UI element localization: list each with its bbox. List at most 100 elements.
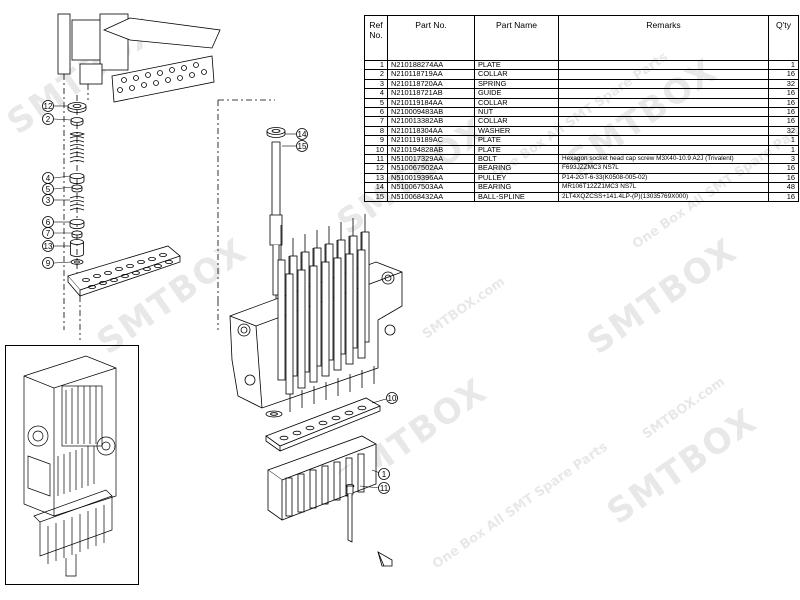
cell-part-name: NUT	[474, 107, 559, 118]
callout-12: 12	[44, 102, 53, 111]
cell-ref: 2	[364, 69, 388, 80]
callout-3: 3	[46, 196, 51, 205]
cell-part-no: N510068432AA	[387, 191, 475, 203]
overview-inset	[5, 345, 139, 585]
cell-remarks: F693JZZMC3 NS7L	[558, 163, 769, 174]
cell-qty: 16	[768, 97, 799, 109]
head-block	[229, 214, 403, 412]
callout-6: 6	[46, 218, 51, 227]
cell-part-no: N210118719AA	[387, 69, 475, 80]
cell-part-no: N510017329AA	[387, 154, 475, 165]
cell-remarks	[558, 88, 769, 99]
cell-remarks	[558, 135, 769, 146]
callout-13: 13	[44, 242, 53, 251]
cell-qty: 16	[768, 69, 799, 80]
bolt-11	[345, 483, 355, 543]
header-part-no: Part No.	[387, 15, 475, 61]
cell-remarks: 2LT4XQZCSS+141.4LP-(P)(13035769X000)	[558, 191, 769, 203]
callout-7: 7	[46, 229, 51, 238]
callout-2: 2	[46, 115, 51, 124]
callout-4: 4	[46, 174, 51, 183]
parts-list-table: Ref No. Part No. Part Name Remarks Q'ty …	[364, 15, 799, 203]
cell-ref: 15	[364, 191, 388, 203]
cell-remarks	[558, 78, 769, 90]
cell-part-name: COLLAR	[474, 116, 559, 127]
machine-overview-drawing	[23, 355, 117, 577]
cell-part-name: BEARING	[474, 163, 559, 174]
cell-ref: 12	[364, 163, 388, 174]
cell-part-name: PLATE	[474, 144, 559, 156]
cell-remarks	[558, 144, 769, 156]
cell-remarks	[558, 125, 769, 137]
callout-10: 10	[388, 394, 397, 403]
callout-15: 15	[298, 142, 307, 151]
callout-1: 1	[382, 470, 387, 479]
cell-ref: 14	[364, 182, 388, 193]
cell-remarks	[558, 116, 769, 127]
cell-qty: 3	[768, 154, 799, 165]
header-qty: Q'ty	[768, 15, 799, 61]
cell-part-name: SPRING	[474, 78, 559, 90]
cell-part-no: N510067502AA	[387, 163, 475, 174]
cell-part-no: N210118304AA	[387, 125, 475, 137]
cell-ref: 1	[364, 59, 388, 71]
header-remarks: Remarks	[558, 15, 769, 61]
cell-remarks: Hexagon socket head cap screw M3X40-10.9…	[558, 154, 769, 165]
cell-ref: 3	[364, 78, 388, 90]
cell-part-name: BOLT	[474, 154, 559, 165]
cell-part-name: WASHER	[474, 125, 559, 137]
cell-part-name: COLLAR	[474, 69, 559, 80]
cell-part-name: PLATE	[474, 135, 559, 146]
cell-part-no: N210188274AA	[387, 59, 475, 71]
cell-ref: 11	[364, 154, 388, 165]
cell-ref: 10	[364, 144, 388, 156]
cell-qty: 1	[768, 144, 799, 156]
cell-part-name: GUIDE	[474, 88, 559, 99]
callout-5: 5	[46, 185, 51, 194]
cell-qty: 48	[768, 182, 799, 193]
direction-arrow-icon	[377, 551, 393, 567]
cell-ref: 8	[364, 125, 388, 137]
cell-remarks	[558, 107, 769, 118]
cell-qty: 1	[768, 59, 799, 71]
cell-part-name: BALL-SPLINE	[474, 191, 559, 203]
cell-part-name: PULLEY	[474, 172, 559, 184]
callout-9: 9	[46, 259, 51, 268]
cell-qty: 16	[768, 116, 799, 127]
cell-ref: 9	[364, 135, 388, 146]
plate-10	[265, 392, 398, 452]
left-component-stack: 12 2 4 5 3 6 7 13 9	[42, 95, 181, 340]
cell-ref: 4	[364, 88, 388, 99]
ball-spline-exploded: 14 15	[217, 99, 308, 320]
cell-ref: 6	[364, 107, 388, 118]
cell-part-name: PLATE	[474, 59, 559, 71]
plate-1	[267, 435, 390, 521]
cell-part-no: N510067503AA	[387, 182, 475, 193]
cell-part-no: N210118721AB	[387, 88, 475, 99]
cell-qty: 32	[768, 125, 799, 137]
cell-qty: 32	[768, 78, 799, 90]
cell-qty: 16	[768, 191, 799, 203]
cell-part-no: N210194828AB	[387, 144, 475, 156]
cell-ref: 13	[364, 172, 388, 184]
cell-part-no: N210009483AB	[387, 107, 475, 118]
cell-ref: 7	[364, 116, 388, 127]
cell-remarks: P14-2GT-6-33(K0508-005-02)	[558, 172, 769, 184]
cell-ref: 5	[364, 97, 388, 109]
header-ref-no: Ref No.	[364, 15, 388, 61]
cell-remarks: MR106T12ZZ1MC3 NS7L	[558, 182, 769, 193]
